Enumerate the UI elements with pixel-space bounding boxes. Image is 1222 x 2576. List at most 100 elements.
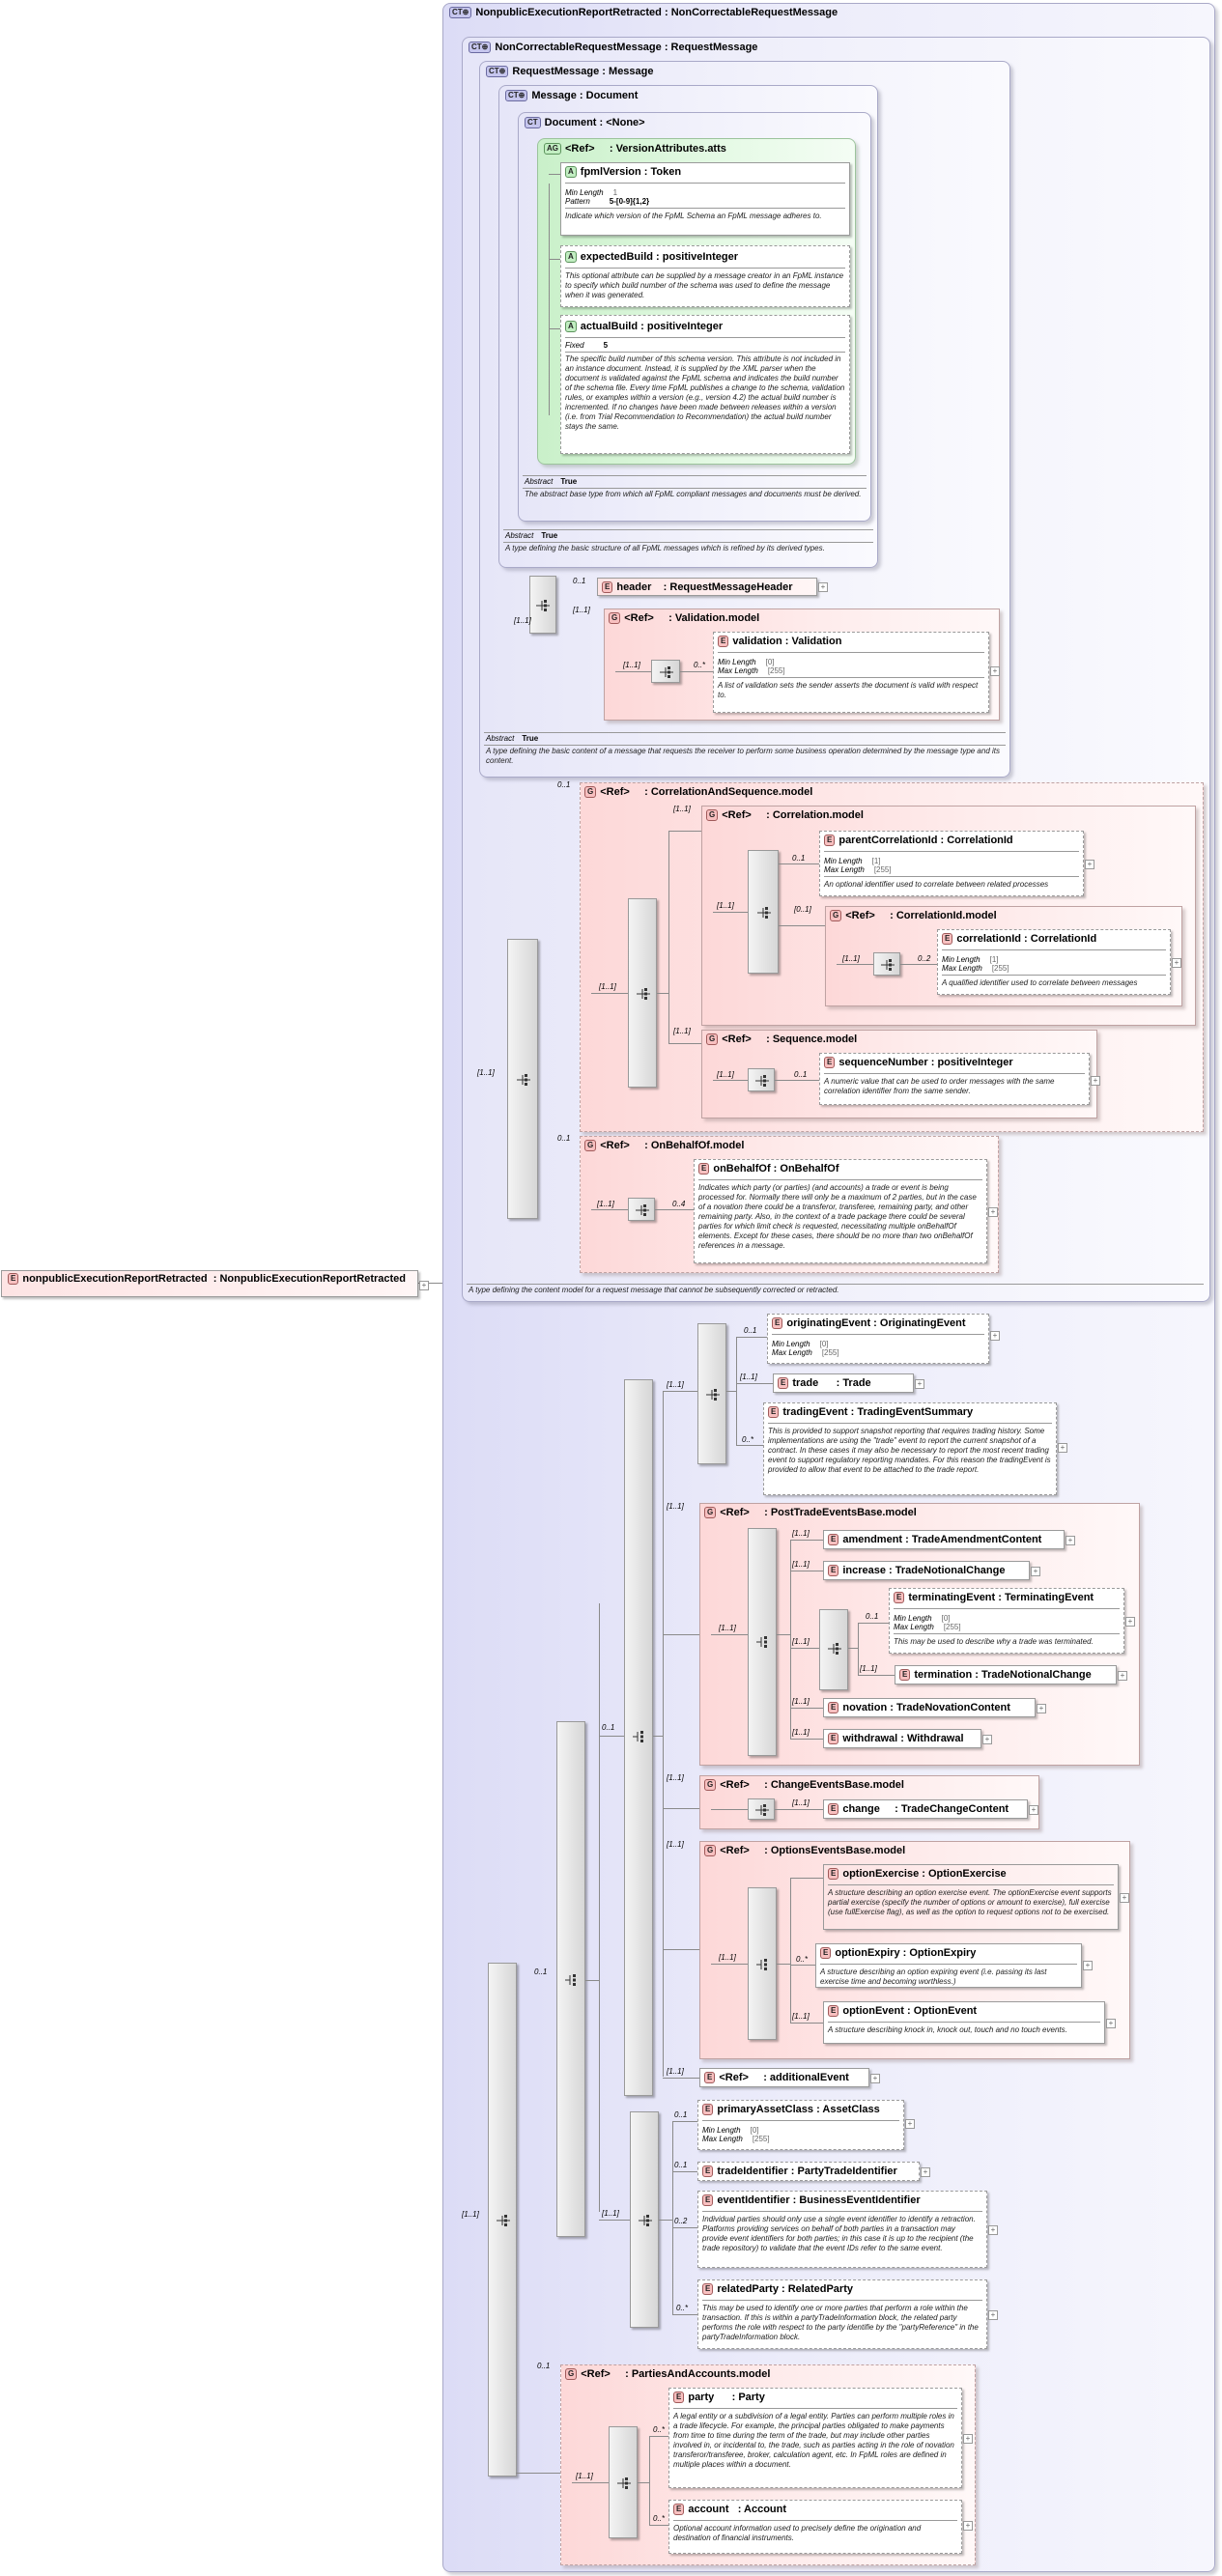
element-documentation: Individual parties should only use a sin… <box>702 2215 976 2252</box>
expand-toggle[interactable]: + <box>988 2225 998 2235</box>
element-name: relatedParty <box>717 2283 779 2295</box>
element-type: RequestMessageHeader <box>669 581 793 593</box>
sequence-compositor <box>529 576 556 634</box>
expand-toggle[interactable]: + <box>1091 1076 1100 1086</box>
choice-compositor <box>556 1721 585 2237</box>
element-type: OriginatingEvent <box>879 1317 966 1329</box>
expand-toggle[interactable]: + <box>1037 1704 1046 1713</box>
connector <box>655 1209 694 1210</box>
element-name: termination <box>914 1669 973 1681</box>
expand-toggle[interactable]: + <box>1172 958 1181 968</box>
connector <box>736 1445 763 1446</box>
ct-documentation: A type defining the content model for a … <box>469 1286 839 1294</box>
expand-toggle[interactable]: + <box>990 666 1000 676</box>
expand-toggle[interactable]: + <box>1125 1617 1135 1627</box>
expand-toggle[interactable]: + <box>1120 1893 1129 1903</box>
connector <box>649 2436 650 2525</box>
expand-toggle[interactable]: + <box>419 1281 429 1290</box>
sequence-compositor <box>748 1798 775 1820</box>
expand-toggle[interactable]: + <box>1066 1536 1075 1545</box>
expand-toggle[interactable]: + <box>988 1207 998 1217</box>
expand-toggle[interactable]: + <box>982 1735 992 1744</box>
connector <box>790 1648 819 1649</box>
expand-toggle[interactable]: + <box>1058 1443 1067 1453</box>
connector <box>659 2220 672 2221</box>
sequence-compositor <box>819 1609 848 1690</box>
expand-toggle[interactable]: + <box>963 2434 973 2444</box>
connector <box>549 184 550 415</box>
element-type: TradeNovationContent <box>895 1702 1010 1713</box>
expand-toggle[interactable]: + <box>990 1331 1000 1341</box>
connector <box>790 2023 823 2024</box>
sequence-compositor <box>628 1198 655 1221</box>
cardinality: 0..1 <box>674 2161 688 2169</box>
cardinality: [0..1] <box>794 905 811 914</box>
attr-documentation: Indicate which version of the FpML Schem… <box>565 212 822 220</box>
expand-toggle[interactable]: + <box>1083 1961 1093 1970</box>
cardinality: 0..2 <box>674 2217 688 2225</box>
expand-toggle[interactable]: + <box>1118 1671 1127 1681</box>
element-additionalEvent[interactable]: E<Ref> : additionalEvent <box>699 2068 869 2087</box>
element-documentation: This is provided to support snapshot rep… <box>768 1427 1051 1474</box>
element-type: RelatedParty <box>787 2283 853 2295</box>
expand-toggle[interactable]: + <box>818 582 828 592</box>
element-icon: E <box>894 1592 905 1603</box>
expand-toggle[interactable]: + <box>1085 860 1094 869</box>
expand-toggle[interactable]: + <box>1029 1805 1038 1815</box>
element-type: Withdrawal <box>906 1733 964 1744</box>
complex-type-icon: CT <box>525 117 541 128</box>
cardinality: [1..1] <box>477 1068 495 1077</box>
expand-toggle[interactable]: + <box>1031 1567 1040 1576</box>
ct-type: NonCorrectableRequestMessage <box>670 7 838 18</box>
element-icon: E <box>828 1534 839 1545</box>
element-name: tradingEvent <box>782 1406 848 1418</box>
group-icon: G <box>830 910 842 921</box>
expand-toggle[interactable]: + <box>1106 2019 1116 2028</box>
sequence-compositor-icon <box>617 2477 631 2489</box>
element-documentation: A structure describing an option expirin… <box>820 1967 1047 1986</box>
expand-toggle[interactable]: + <box>905 2119 915 2129</box>
choice-compositor <box>748 1887 777 2040</box>
element-icon: E <box>828 1733 839 1744</box>
expand-toggle[interactable]: + <box>870 2074 880 2083</box>
sequence-compositor-icon <box>637 988 650 1000</box>
element-name: originatingEvent <box>786 1317 871 1329</box>
element-type: TradeChangeContent <box>900 1803 1009 1815</box>
group-name: PartiesAndAccounts.model <box>631 2368 771 2380</box>
expand-toggle[interactable]: + <box>988 2310 998 2320</box>
expand-toggle[interactable]: + <box>915 1379 924 1389</box>
expand-toggle[interactable]: + <box>921 2167 930 2177</box>
connector <box>790 1739 823 1740</box>
expand-toggle[interactable]: + <box>963 2521 973 2531</box>
group-name: Correlation.model <box>772 809 864 821</box>
